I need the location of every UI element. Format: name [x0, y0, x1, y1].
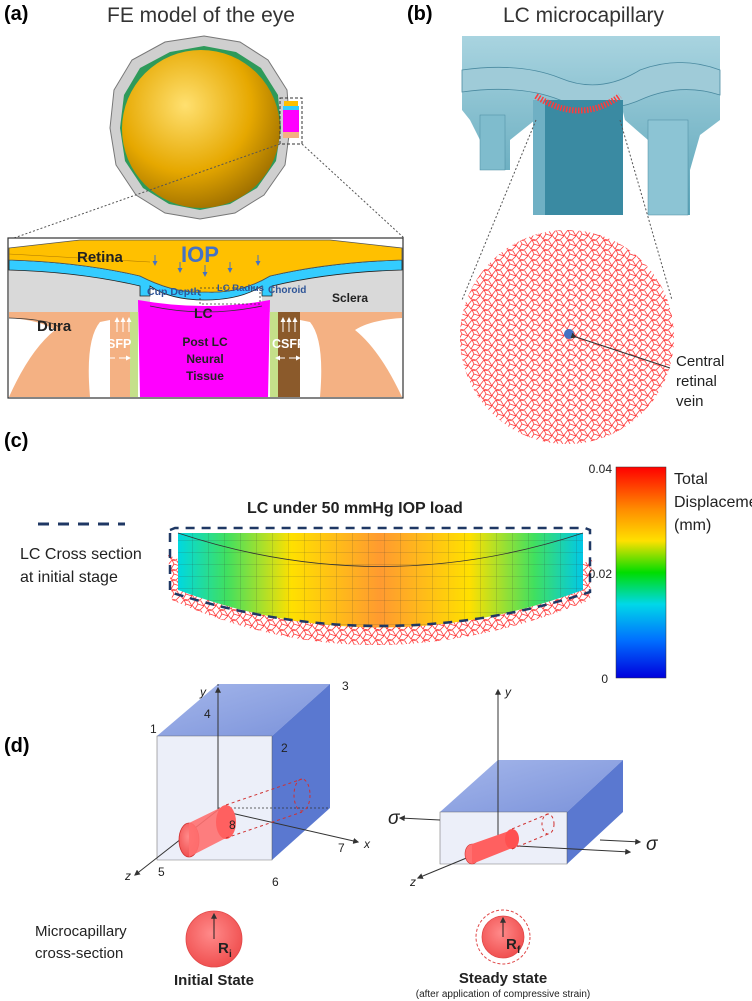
eye-model: [109, 35, 303, 220]
axis-x-left: x: [363, 837, 371, 851]
legend-line2: at initial stage: [20, 569, 118, 586]
initial-state-label: Initial State: [174, 972, 254, 989]
panel-c-title: LC under 50 mmHg IOP load: [247, 500, 463, 517]
initial-capillary: [178, 778, 311, 858]
label-lc-radius: LC Radius: [217, 283, 264, 294]
side-label-1: Microcapillary: [35, 923, 127, 940]
panel-a-title: FE model of the eye: [107, 4, 295, 27]
label-iop: IOP: [181, 242, 219, 267]
steady-state-label: Steady state: [459, 970, 547, 987]
vertex-5: 5: [158, 865, 165, 879]
side-label-2: cross-section: [35, 945, 123, 962]
vertex-1: 1: [150, 722, 157, 736]
label-neural: Neural: [186, 352, 223, 366]
central-retinal-vein-dot: [564, 329, 574, 339]
label-csfp-right: CSFP: [272, 337, 305, 351]
steady-state-note: (after application of compressive strain…: [416, 989, 591, 1000]
panel-b-title: LC microcapillary: [503, 4, 665, 27]
label-post-lc: Post LC: [182, 335, 228, 349]
panel-c-letter: (c): [4, 430, 28, 452]
panel-a-letter: (a): [4, 3, 28, 25]
label-sclera: Sclera: [332, 291, 368, 305]
axis-y-right: y: [504, 685, 512, 699]
colorbar-tick-max: 0.04: [589, 462, 613, 476]
colorbar: [615, 466, 667, 679]
colorbar-tick-mid: 0.02: [589, 567, 613, 581]
ri-sub: i: [229, 949, 232, 960]
vertex-4: 4: [204, 707, 211, 721]
sigma-right: σ: [646, 834, 659, 855]
sigma-left: σ: [388, 808, 401, 829]
colorbar-tick-min: 0: [601, 672, 608, 686]
panel-b-letter: (b): [407, 3, 433, 25]
label-tissue: Tissue: [186, 369, 224, 383]
label-vein-1: Central: [676, 353, 724, 370]
axis-z-right: z: [409, 875, 416, 889]
lc-mesh-cross-section: [460, 230, 674, 444]
vertex-7: 7: [338, 841, 345, 855]
label-cup-depth: Cup Depth: [147, 286, 200, 298]
steady-capillary: [464, 813, 555, 865]
vertex-3: 3: [342, 679, 349, 693]
vertex-2: 2: [281, 741, 288, 755]
label-retina: Retina: [77, 249, 124, 266]
vertex-6: 6: [272, 875, 279, 889]
label-vein-2: retinal: [676, 373, 717, 390]
colorbar-title-2: Displacement: [674, 494, 752, 511]
optic-nerve-head-section: [7, 237, 404, 399]
panel-d-letter: (d): [4, 735, 30, 757]
lc-deformed-model: [165, 526, 595, 645]
legend-line1: LC Cross section: [20, 546, 142, 563]
label-csfp-left: CSFP: [98, 337, 131, 351]
microcapillary-3d-model: [461, 36, 721, 216]
initial-cross-section: [185, 910, 243, 968]
rf-main: R: [506, 936, 517, 953]
csfp-arrows: [105, 317, 301, 361]
label-choroid: Choroid: [268, 285, 306, 296]
steady-cross-section: [475, 909, 531, 965]
rf-sub: f: [517, 945, 521, 956]
ri-main: R: [218, 940, 229, 957]
label-dura: Dura: [37, 318, 72, 335]
colorbar-title-3: (mm): [674, 517, 711, 534]
vertex-8: 8: [229, 818, 236, 832]
label-lc: LC: [194, 305, 213, 321]
iop-arrows: [152, 255, 261, 277]
label-vein-3: vein: [676, 393, 704, 410]
axis-z-left: z: [124, 869, 131, 883]
axis-y-left: y: [199, 685, 207, 699]
colorbar-title-1: Total: [674, 471, 708, 488]
